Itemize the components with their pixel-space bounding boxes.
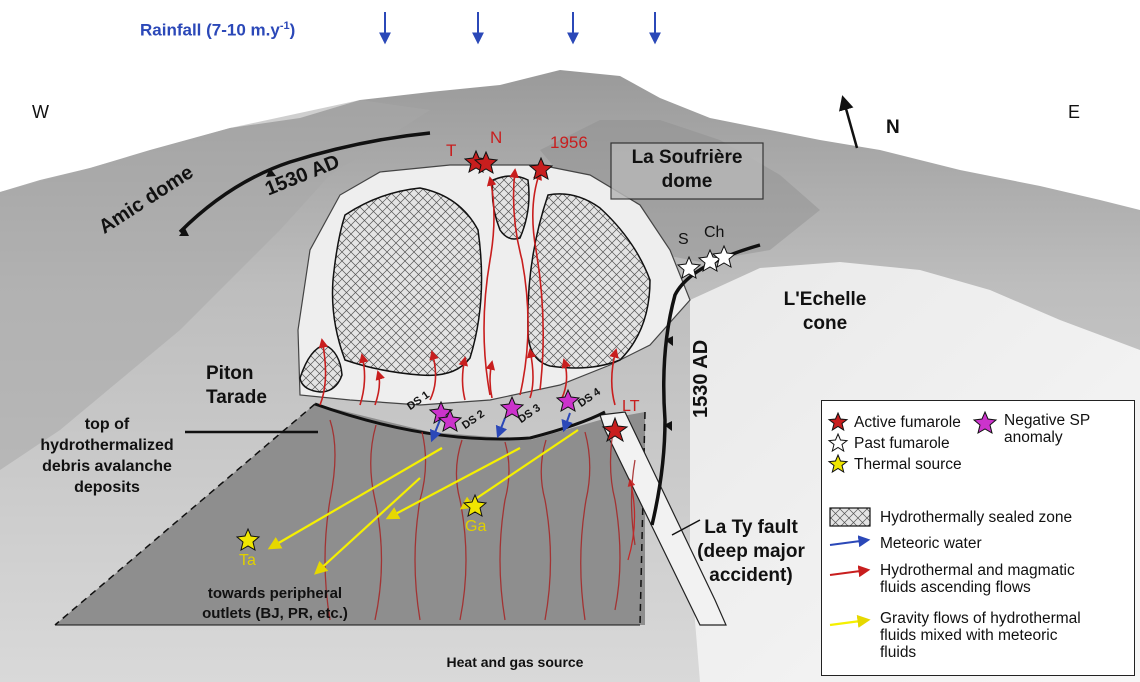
- north-label: N: [886, 117, 900, 138]
- top-line2: hydrothermalized: [40, 437, 174, 454]
- heat-source-label: Heat and gas source: [446, 654, 584, 670]
- la-ty-fault-slab: [599, 411, 727, 626]
- thermal-source-ta: [235, 527, 261, 552]
- echelle-line1: L'Echelle: [783, 289, 867, 310]
- sp-anomaly-ds3: [499, 395, 525, 420]
- active-fumarole-1956: [528, 156, 554, 181]
- legend-gravity-line1: Gravity flows of hydrothermal: [880, 610, 1081, 627]
- hydrothermal-flows-dome: [318, 168, 619, 406]
- top-line3: debris avalanche: [42, 458, 172, 475]
- west-slope-shade: [0, 100, 430, 470]
- la-ty-fault-label: La Ty fault (deep major accident): [686, 516, 816, 588]
- legend-active-fumarole-icon: [827, 411, 849, 432]
- gravity-flows: [267, 429, 579, 575]
- la-ty-pointer: [671, 519, 701, 536]
- legend-sp-anomaly-icon: [972, 410, 998, 435]
- site-1956-label: 1956: [550, 133, 588, 152]
- ad-1530-east-label: 1530 AD: [690, 339, 712, 418]
- top-of-deposits-label: top of hydrothermalized debris avalanche…: [12, 414, 202, 498]
- legend-hydro-line2: fluids ascending flows: [880, 579, 1031, 596]
- legend-thermal-source-icon: [827, 453, 849, 474]
- site-ta-label: Ta: [239, 552, 256, 569]
- towards-line2: outlets (BJ, PR, etc.): [202, 605, 348, 622]
- site-ga-label: Ga: [465, 518, 487, 535]
- top-of-deposits-line: [314, 402, 606, 441]
- legend-past-fumarole: Past fumarole: [854, 435, 950, 452]
- legend-sealed-zone: Hydrothermally sealed zone: [880, 509, 1073, 526]
- laty-line1: La Ty fault: [704, 517, 798, 538]
- site-s-label: S: [678, 231, 689, 248]
- crater-rim-east: [650, 243, 761, 526]
- north-arrow: [839, 95, 859, 149]
- towards-line1: towards peripheral: [207, 585, 343, 602]
- echelle-line2: cone: [802, 313, 848, 334]
- active-fumarole-lt: [601, 416, 629, 443]
- meteoric-water-arrows: [429, 412, 573, 443]
- site-lt-label: LT: [622, 398, 640, 415]
- site-t-label: T: [446, 141, 457, 160]
- rainfall-sup: -1: [279, 20, 290, 32]
- laty-line2: (deep major: [697, 541, 805, 562]
- towards-outlets-label: towards peripheral outlets (BJ, PR, etc.…: [175, 584, 375, 624]
- legend-meteoric-water: Meteoric water: [880, 535, 982, 552]
- crater-rim-west: [178, 131, 431, 234]
- legend-thermal-source: Thermal source: [854, 456, 962, 473]
- echelle-cone-label: L'Echelle cone: [760, 288, 890, 336]
- rainfall-end: ): [289, 20, 296, 40]
- legend-gravity-line2: fluids mixed with meteoric: [880, 627, 1058, 644]
- soufriere-dome-line1: La Soufrière: [631, 147, 743, 168]
- rainfall-arrows: [379, 12, 661, 45]
- active-fumarole-n: [473, 150, 499, 175]
- sp-anomaly-ds4: [555, 388, 581, 413]
- top-line4: deposits: [74, 479, 140, 496]
- legend-gravity-arrow: [829, 614, 871, 628]
- site-ch-label: Ch: [704, 224, 725, 241]
- piton-line1: Piton: [206, 363, 254, 384]
- laty-line3: accident): [709, 565, 793, 586]
- site-n-label: N: [490, 128, 503, 147]
- west-label: W: [32, 102, 49, 122]
- past-fumarole-ch-2: [711, 244, 737, 269]
- legend: Active fumarole Past fumarole Thermal so…: [821, 400, 1135, 676]
- legend-sp-anomaly-line1: Negative SP: [1004, 412, 1091, 429]
- legend-gravity-line3: fluids: [880, 644, 917, 661]
- rim-teeth: [179, 168, 673, 431]
- sealed-zone-large-left: [331, 187, 483, 377]
- legend-active-fumarole: Active fumarole: [854, 414, 961, 431]
- sealed-zone-small: [299, 344, 343, 393]
- legend-hydro-line1: Hydrothermal and magmatic: [880, 562, 1075, 579]
- past-fumarole-s: [676, 255, 702, 280]
- soufriere-dome-line2: dome: [661, 171, 713, 192]
- east-label: E: [1068, 102, 1081, 122]
- sp-anomaly-ds2: [437, 408, 463, 433]
- legend-sealed-zone-swatch: [829, 507, 871, 527]
- legend-sp-anomaly-line2: anomaly: [1004, 429, 1063, 446]
- thermal-source-ga: [462, 493, 488, 518]
- soufriere-dome-label-box: [610, 142, 764, 200]
- piton-line2: Tarade: [206, 387, 267, 408]
- legend-symbols: [827, 410, 998, 628]
- soufriere-dome-label: La Soufrière dome: [611, 146, 763, 194]
- legend-past-fumarole-icon: [827, 432, 849, 453]
- top-line1: top of: [84, 416, 130, 433]
- legend-meteoric-arrow: [829, 535, 871, 548]
- piton-tarade-label: Piton Tarade: [206, 362, 267, 410]
- rainfall-text: Rainfall (7-10 m.y: [140, 20, 280, 40]
- hydrothermal-flows-section: [324, 419, 636, 621]
- rainfall-label: Rainfall (7-10 m.y-1): [140, 20, 295, 41]
- legend-hydro-arrow: [829, 565, 871, 578]
- cross-section-edge: [54, 403, 316, 626]
